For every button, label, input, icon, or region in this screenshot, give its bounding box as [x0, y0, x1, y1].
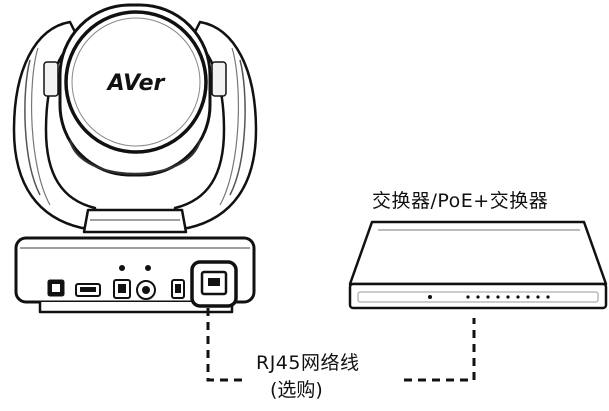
- switch-port-leds: [466, 295, 550, 299]
- aver-logo: AVer: [106, 71, 166, 96]
- cable-label: RJ45网络线: [256, 352, 360, 374]
- switch-top: [348, 220, 608, 286]
- cable-label-optional: (选购): [270, 379, 323, 401]
- network-switch: [348, 220, 608, 310]
- rj45-cable: [206, 308, 476, 382]
- camera-lens-ring: [64, 10, 208, 154]
- ptz-camera: [12, 3, 258, 314]
- switch-label: 交换器/PoE+交换器: [372, 190, 549, 212]
